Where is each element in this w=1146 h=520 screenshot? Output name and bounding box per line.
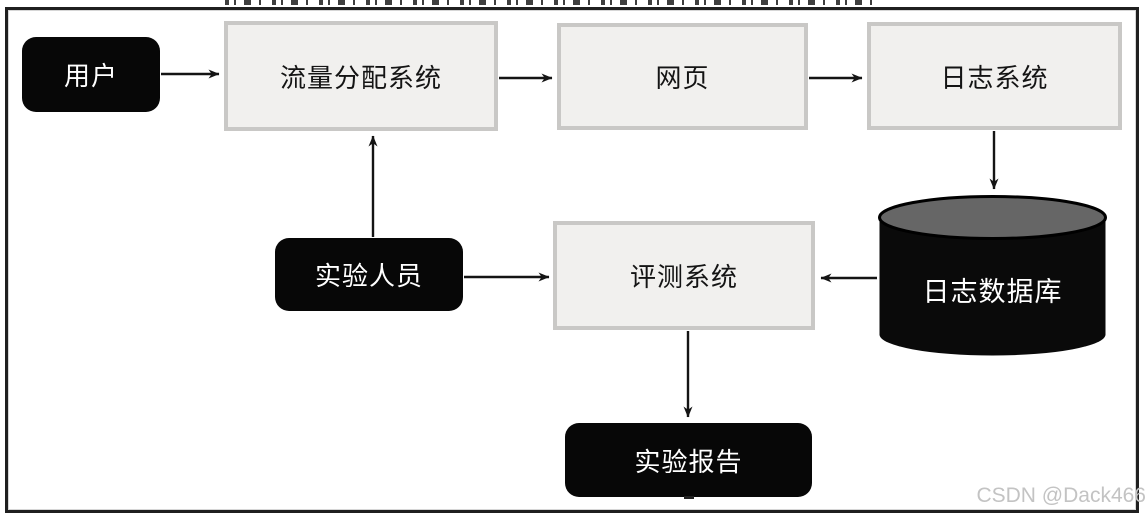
node-log-db-label: 日志数据库 xyxy=(922,276,1063,307)
node-webpage-label: 网页 xyxy=(655,64,710,93)
node-traffic-label: 流量分配系统 xyxy=(279,63,442,93)
database-cylinder-icon xyxy=(878,195,1107,356)
node-webpage: 网页 xyxy=(557,23,808,130)
watermark-text: CSDN @Dack466 xyxy=(976,484,1146,507)
node-experimenter: 实验人员 xyxy=(275,238,463,311)
cropped-caption-sliver xyxy=(225,0,873,5)
node-evaluation-label: 评测系统 xyxy=(629,263,738,292)
node-traffic-distribution-system: 流量分配系统 xyxy=(224,21,498,131)
node-experimenter-label: 实验人员 xyxy=(314,262,423,291)
diagram-frame xyxy=(5,7,1139,513)
node-log-database-cylinder: 日志数据库 xyxy=(878,195,1107,357)
node-log-system-label: 日志系统 xyxy=(940,63,1049,93)
stray-mark xyxy=(684,496,694,499)
node-evaluation-system: 评测系统 xyxy=(553,221,815,330)
node-user-label: 用户 xyxy=(63,62,118,91)
node-experiment-report: 实验报告 xyxy=(565,423,812,497)
node-user: 用户 xyxy=(22,37,160,112)
node-report-label: 实验报告 xyxy=(634,447,743,477)
node-log-system: 日志系统 xyxy=(867,22,1122,130)
